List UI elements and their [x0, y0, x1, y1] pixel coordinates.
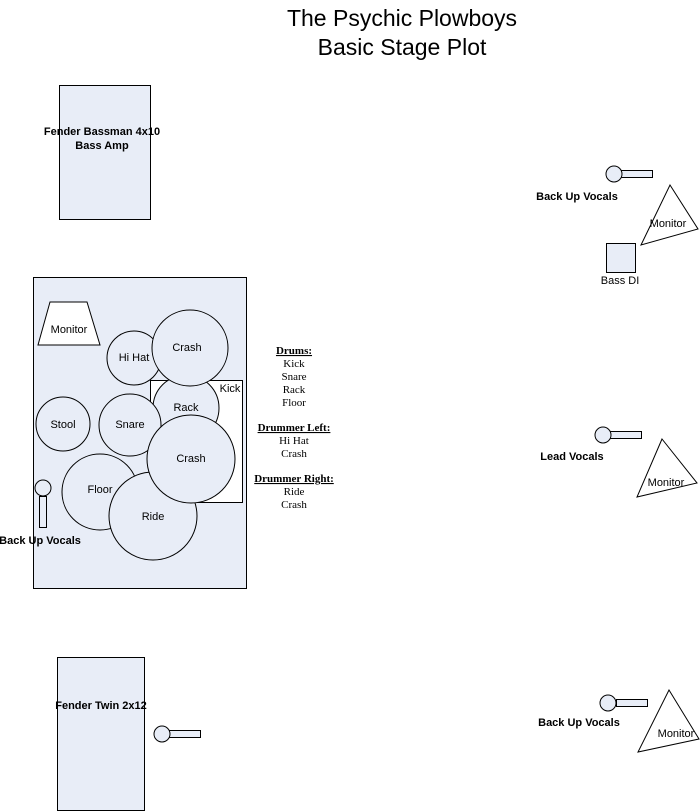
crash-cymbal-top [151, 309, 229, 387]
bass-amp: Fender Bassman 4x10 Bass Amp [44, 85, 160, 220]
guitar-amp-box [57, 657, 145, 811]
legend-drums-heading: Drums: [276, 345, 312, 357]
right-bottom-monitor-label: Monitor [658, 728, 695, 740]
bass-amp-label-line1: Fender Bassman 4x10 [44, 126, 160, 138]
right-top-vocal-label: Back Up Vocals [536, 191, 618, 203]
right-bottom-station: Back Up Vocals Monitor [538, 688, 700, 753]
drum-backup-vocal-label: Back Up Vocals [0, 535, 81, 547]
mic-head-icon [605, 165, 623, 183]
mic-stand [621, 170, 653, 178]
legend-left-item: Hi Hat [279, 435, 309, 447]
crash-cymbal-mid [146, 414, 236, 504]
floor-label: Floor [87, 484, 112, 496]
mic-stand [610, 431, 642, 439]
rack-label: Rack [173, 402, 199, 414]
drum-monitor-wedge [37, 301, 101, 346]
crash-mid-label: Crash [176, 453, 205, 465]
legend-drums-item: Kick [283, 358, 305, 370]
drum-legend: Drums: Kick Snare Rack Floor Drummer Lef… [254, 345, 334, 511]
mic-stand [169, 730, 201, 738]
legend-drums-item: Floor [282, 397, 306, 409]
drum-monitor-label: Monitor [51, 324, 88, 336]
drum-backup-vocal-mic [34, 479, 52, 528]
bass-amp-label-line2: Bass Amp [75, 140, 129, 152]
crash-top-label: Crash [172, 342, 201, 354]
plot-title: The Psychic Plowboys [287, 5, 517, 31]
bass-di-box [606, 243, 636, 273]
right-top-monitor-wedge [640, 183, 699, 246]
snare-drum [98, 393, 162, 457]
drummer-stool [35, 396, 91, 452]
right-bottom-monitor-wedge [637, 688, 700, 753]
right-mid-monitor-wedge [636, 438, 698, 498]
lead-vocal-label: Lead Vocals [540, 451, 603, 463]
legend-right-item: Ride [284, 486, 305, 498]
guitar-amp-mic [153, 725, 201, 743]
right-top-station: Back Up Vocals Monitor Bass DI [536, 165, 699, 287]
snare-label: Snare [115, 419, 144, 431]
hihat-label: Hi Hat [119, 352, 150, 364]
drum-riser: Monitor Kick Hi Hat Rack Crash Stool Sna… [33, 277, 247, 589]
legend-left-heading: Drummer Left: [258, 422, 331, 434]
kick-label: Kick [220, 383, 241, 395]
legend-right-item: Crash [281, 499, 307, 511]
right-top-monitor-label: Monitor [650, 218, 687, 230]
legend-right-heading: Drummer Right: [254, 473, 334, 485]
mic-head-icon [599, 694, 617, 712]
mic-head-icon [34, 479, 52, 497]
mic-stand [616, 699, 648, 707]
mic-head-icon [153, 725, 171, 743]
bass-di-label: Bass DI [601, 275, 640, 287]
guitar-amp: Fender Twin 2x12 [55, 657, 147, 811]
mic-stand [39, 496, 47, 528]
bass-amp-box [59, 85, 151, 220]
mic-head-icon [594, 426, 612, 444]
right-bottom-vocal-label: Back Up Vocals [538, 717, 620, 729]
legend-drums-item: Snare [281, 371, 306, 383]
plot-subtitle: Basic Stage Plot [318, 34, 487, 60]
guitar-amp-label: Fender Twin 2x12 [55, 700, 147, 712]
legend-drums-item: Rack [283, 384, 306, 396]
ride-label: Ride [142, 511, 165, 523]
stool-label: Stool [50, 419, 75, 431]
right-mid-monitor-label: Monitor [648, 477, 685, 489]
legend-left-item: Crash [281, 448, 307, 460]
right-mid-station: Lead Vocals Monitor [540, 426, 698, 498]
